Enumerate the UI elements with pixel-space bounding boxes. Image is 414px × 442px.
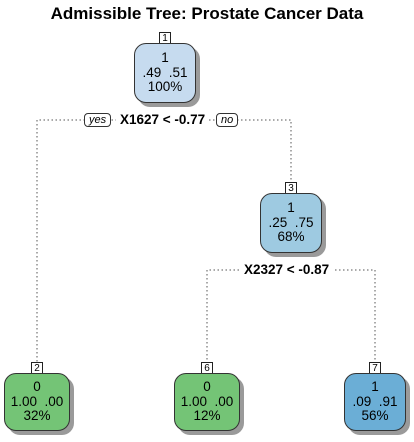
node-7-probs: .09 .91 bbox=[352, 393, 398, 409]
node-6-pct: 12% bbox=[193, 408, 221, 424]
node-7-class: 1 bbox=[371, 379, 379, 395]
node-3: 1 .25 .75 68% bbox=[260, 193, 322, 253]
edge-3-6 bbox=[206, 269, 291, 370]
node-2-probs: 1.00 .00 bbox=[10, 393, 64, 409]
node-6-class: 0 bbox=[203, 379, 211, 395]
edge-3-7 bbox=[291, 269, 376, 370]
diagram-title: Admissible Tree: Prostate Cancer Data bbox=[50, 4, 364, 23]
node-2-class: 0 bbox=[33, 379, 41, 395]
node-1-class: 1 bbox=[161, 50, 169, 66]
branch-no-label: no bbox=[216, 113, 239, 127]
node3-split-label: X2327 < -0.87 bbox=[240, 262, 334, 277]
node-2-pct: 32% bbox=[23, 408, 51, 424]
edge-1-3 bbox=[165, 119, 292, 186]
node-3-class: 1 bbox=[287, 200, 295, 216]
root-split-label: X1627 < -0.77 bbox=[116, 112, 210, 127]
node-1-probs: .49 .51 bbox=[142, 64, 188, 80]
node-7-pct: 56% bbox=[361, 408, 389, 424]
node-6-probs: 1.00 .00 bbox=[180, 393, 234, 409]
node-1-pct: 100% bbox=[147, 79, 183, 95]
node-1: 1 .49 .51 100% bbox=[134, 43, 196, 103]
node-3-pct: 68% bbox=[277, 229, 305, 245]
node-1-id: 1 bbox=[159, 32, 171, 45]
node-7: 1 .09 .91 56% bbox=[344, 373, 406, 431]
edge-1-2 bbox=[36, 119, 165, 370]
node-6: 0 1.00 .00 12% bbox=[174, 373, 240, 431]
node-2: 0 1.00 .00 32% bbox=[4, 373, 70, 431]
branch-yes-label: yes bbox=[84, 113, 112, 127]
node-3-probs: .25 .75 bbox=[268, 214, 314, 230]
